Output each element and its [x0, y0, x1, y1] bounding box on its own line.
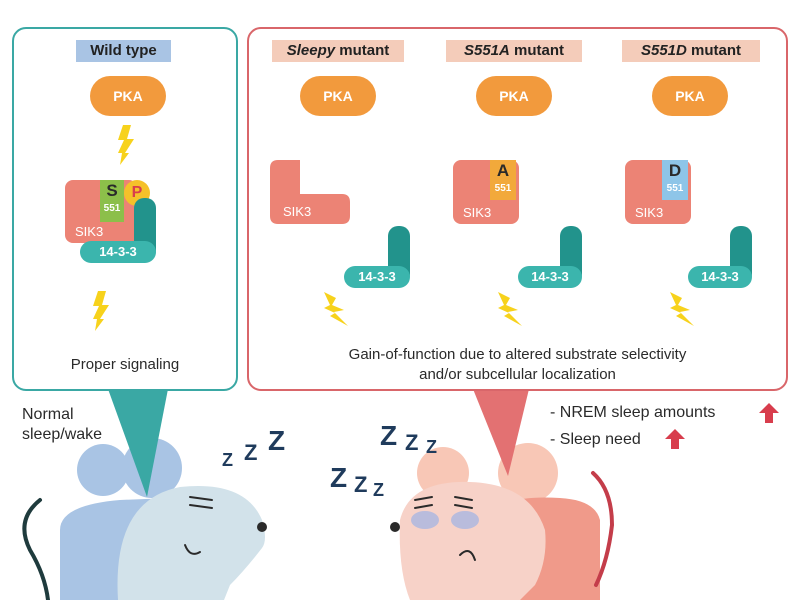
nrem-up-arrow-icon [759, 403, 779, 423]
sleepy-mutant-title: Sleepy mutant [272, 40, 404, 62]
s551d-lightning-icon [670, 292, 694, 326]
mouse-head-right [399, 481, 546, 600]
zzz-right-6: Z [426, 437, 437, 457]
s551d-1433-block: 14-3-3 [688, 266, 752, 288]
s551a-mutant-title: S551A mutant [446, 40, 582, 62]
wt-site-letter: S [106, 181, 118, 200]
mouse-frown [459, 550, 476, 561]
s551d-site: D 551 [662, 160, 688, 200]
wild-type-title: Wild type [76, 40, 171, 62]
wt-site-number: 551 [103, 203, 121, 214]
zzz-right-3: Z [373, 480, 384, 500]
s551d-site-number: 551 [666, 183, 684, 194]
normal-sleep-label: Normal sleep/wake [22, 405, 102, 445]
wt-1433-block: 14-3-3 [80, 241, 156, 263]
s551a-sik3-label: SIK3 [463, 205, 492, 220]
normal-sleep-line1: Normal [22, 406, 74, 423]
wt-sik3-label: SIK3 [75, 224, 104, 239]
sleepy-1433-block: 14-3-3 [344, 266, 410, 288]
s551a-site: A 551 [490, 160, 516, 200]
sleepy-title-rest: mutant [335, 42, 390, 59]
wt-caption: Proper signaling [70, 356, 180, 373]
zzz-right-5: Z [405, 430, 419, 455]
mouse-tail-right [591, 471, 615, 587]
s551a-title-italic: S551A [463, 42, 510, 59]
nrem-amounts-label: - NREM sleep amounts [550, 404, 716, 421]
sleeping-mouse-right [390, 443, 615, 600]
s551a-lightning-icon [498, 292, 522, 326]
mouse-nose-left [257, 522, 267, 532]
s551a-1433-block: 14-3-3 [518, 266, 582, 288]
mouse-smile [184, 544, 201, 555]
s551d-site-letter: D [668, 161, 682, 180]
zzz-right-2: Z [354, 472, 368, 497]
mutant-caption: Gain-of-function due to altered substrat… [249, 345, 786, 385]
s551a-site-number: 551 [494, 183, 512, 194]
zzz-right-1: Z [330, 462, 348, 493]
zzz-right-4: Z [380, 420, 398, 451]
teal-callout-pointer [108, 389, 168, 497]
s551a-pka-pill: PKA [476, 76, 552, 116]
sleepy-lightning-icon [324, 292, 348, 326]
mouse-nose-right [390, 522, 400, 532]
s551d-pka-pill: PKA [652, 76, 728, 116]
s551d-title-italic: S551D [640, 42, 687, 59]
wt-lightning-top-icon [118, 125, 134, 165]
wt-serine-site: S 551 [100, 180, 124, 222]
zzz-left-3: Z [268, 425, 286, 456]
sleepy-sik3-label: SIK3 [283, 204, 312, 219]
mutant-caption-line2: and/or subcellular localization [419, 366, 616, 383]
s551d-title-rest: mutant [686, 42, 742, 59]
wt-pka-pill: PKA [90, 76, 166, 116]
sleepy-title-italic: Sleepy [286, 42, 336, 59]
mutant-caption-line1: Gain-of-function due to altered substrat… [348, 346, 687, 363]
normal-sleep-line2: sleep/wake [22, 426, 103, 443]
s551d-sik3-label: SIK3 [635, 205, 664, 220]
s551a-site-letter: A [496, 161, 510, 180]
mouse-eyebag-1 [411, 511, 439, 529]
mouse-eyebag-2 [451, 511, 479, 529]
sleeping-mouse-left [22, 438, 267, 600]
red-callout-pointer [473, 389, 529, 476]
s551a-title-rest: mutant [509, 42, 565, 59]
zzz-left-1: Z [222, 450, 233, 470]
mouse-tail-left [22, 498, 50, 600]
s551d-mutant-title: S551D mutant [622, 40, 760, 62]
mouse-head-left [117, 485, 265, 600]
sleep-need-up-arrow-icon [665, 429, 685, 449]
sleep-need-label: - Sleep need [550, 431, 641, 448]
sleepy-sik3-shape [270, 160, 350, 224]
wt-lightning-bottom-icon [93, 291, 109, 331]
zzz-left-2: Z [244, 440, 258, 465]
sleepy-pka-pill: PKA [300, 76, 376, 116]
mouse-ear-left [77, 444, 129, 496]
mouse-ear-right-2 [498, 443, 558, 503]
